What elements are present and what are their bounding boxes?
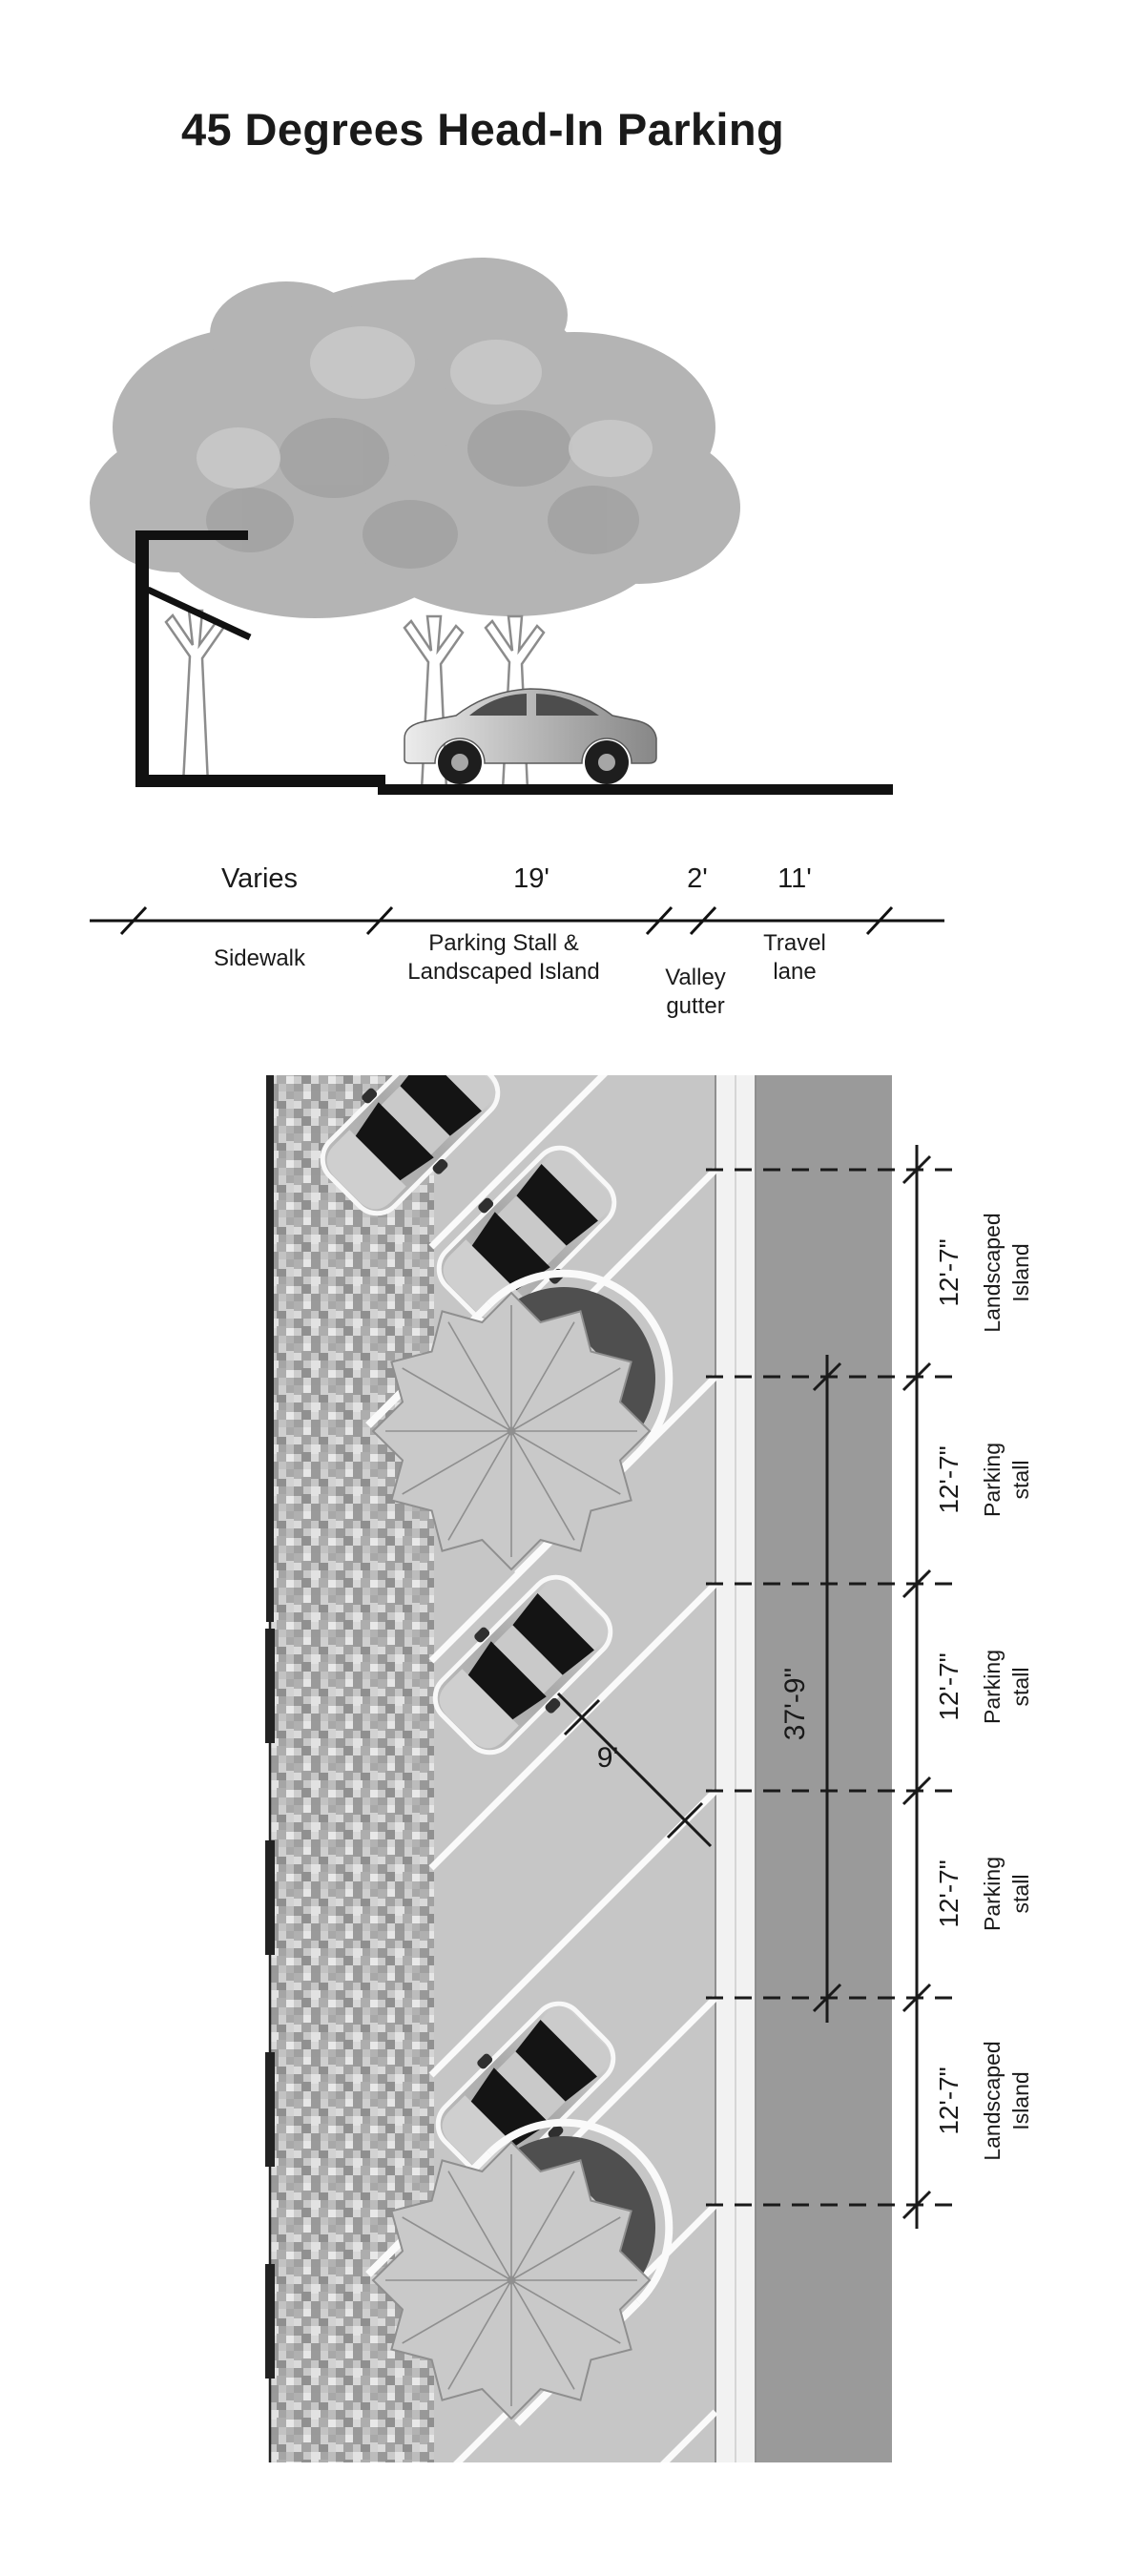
dim-value-travel: 11' [777, 863, 812, 894]
tick-mark [666, 1801, 704, 1839]
band-label-3a: Parking [980, 1857, 1005, 1931]
tick-mark [812, 1361, 842, 1392]
tick-mark [645, 905, 674, 936]
tick-mark [365, 905, 394, 936]
band-label-4b: Island [1008, 2071, 1033, 2129]
label-sidewalk: Sidewalk [214, 945, 306, 971]
band-dim-1: 12'-7" [934, 1445, 964, 1513]
label-parking-line1: Parking Stall & [428, 930, 578, 956]
stall-group-dimension: 37'-9" [779, 1355, 842, 2023]
band-dim-3: 12'-7" [934, 1859, 964, 1927]
label-gutter-line1: Valley [665, 965, 726, 990]
band-dim-0: 12'-7" [934, 1238, 964, 1306]
stall-width-dimension: 9' [556, 1692, 713, 1848]
right-dimension-chain [902, 1145, 932, 2229]
tick-mark [865, 905, 894, 936]
band-dim-4: 12'-7" [934, 2067, 964, 2134]
tick-mark [563, 1698, 601, 1736]
band-label-0b: Island [1008, 1243, 1033, 1301]
tick-mark [902, 1361, 932, 1392]
band-label-4a: Landscaped [980, 2041, 1005, 2160]
label-gutter-line2: gutter [666, 993, 724, 1019]
tick-mark [902, 1983, 932, 2013]
band-label-1b: stall [1008, 1461, 1033, 1500]
label-travel-line2: lane [773, 959, 816, 985]
stall-group-length-label: 37'-9" [779, 1668, 811, 1740]
ground-lines [135, 775, 893, 795]
tick-mark [902, 2190, 932, 2220]
curb-structure [135, 530, 252, 784]
page-title: 45 Degrees Head-In Parking [181, 104, 784, 155]
tick-mark [119, 905, 148, 936]
dim-value-parking: 19' [513, 863, 549, 894]
tick-mark [902, 1776, 932, 1806]
band-label-3b: stall [1008, 1875, 1033, 1914]
label-parking-line2: Landscaped Island [407, 959, 600, 985]
dim-value-gutter: 2' [687, 863, 708, 894]
tick-mark [902, 1154, 932, 1185]
dim-value-sidewalk: Varies [221, 863, 298, 894]
tick-mark [902, 1568, 932, 1599]
car-side-view [404, 688, 657, 784]
dimension-strip [90, 905, 944, 936]
travel-lane [756, 1075, 892, 2462]
plan-view: 12'-7" 12'-7" 12'-7" 12'-7" 12'-7" Lands… [265, 1075, 1033, 2462]
trees-canopy [90, 258, 740, 618]
band-label-2a: Parking [980, 1650, 1005, 1724]
band-label-1a: Parking [980, 1443, 1005, 1517]
band-labels: Landscaped Island Parking stall Parking … [980, 1213, 1033, 2160]
tick-mark [812, 1983, 842, 2013]
tick-mark [689, 905, 717, 936]
band-label-0a: Landscaped [980, 1213, 1005, 1332]
band-label-2b: stall [1008, 1668, 1033, 1707]
dimension-labels: Sidewalk Parking Stall & Landscaped Isla… [214, 930, 826, 1019]
dimension-values: Varies 19' 2' 11' [221, 863, 812, 894]
label-travel-line1: Travel [763, 930, 826, 956]
band-dim-2: 12'-7" [934, 1652, 964, 1720]
stall-width-label: 9' [597, 1742, 618, 1774]
sidewalk-level-line [135, 775, 385, 787]
band-dimensions: 12'-7" 12'-7" 12'-7" 12'-7" 12'-7" [934, 1238, 964, 2134]
section-view: Varies 19' 2' 11' Sidewalk Parking Stall… [90, 258, 944, 1019]
road-level-line [378, 784, 893, 795]
